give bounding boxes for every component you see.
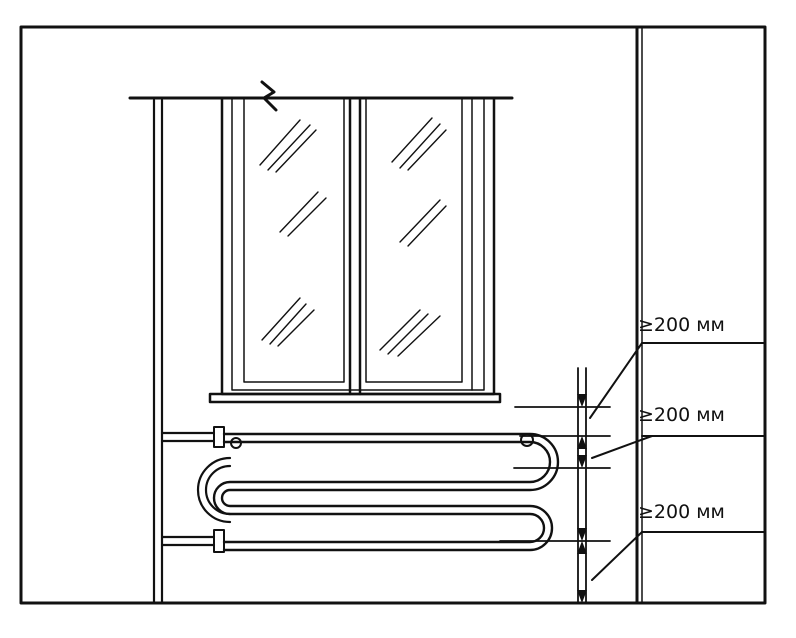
vertical-riser-pipe: [152, 98, 164, 605]
return-pipe: [160, 529, 225, 553]
dimension-label-radiator-gap: ≥200 мм: [638, 404, 725, 426]
supply-pipe: [160, 426, 242, 449]
dimension-panels: [641, 342, 766, 533]
leader-lines: [589, 342, 653, 581]
dimension-label-window-gap: ≥200 мм: [638, 314, 725, 336]
glass-reflections: [259, 117, 447, 357]
dimension-lines: [499, 367, 611, 604]
dimension-label-floor-gap: ≥200 мм: [638, 501, 725, 523]
drawing-frame: [19, 25, 767, 605]
break-mark: [260, 80, 278, 112]
window: [208, 96, 502, 404]
dimension-arrows: [577, 394, 587, 603]
wall-corner: [635, 25, 643, 605]
serpentine-radiator: [196, 432, 560, 552]
